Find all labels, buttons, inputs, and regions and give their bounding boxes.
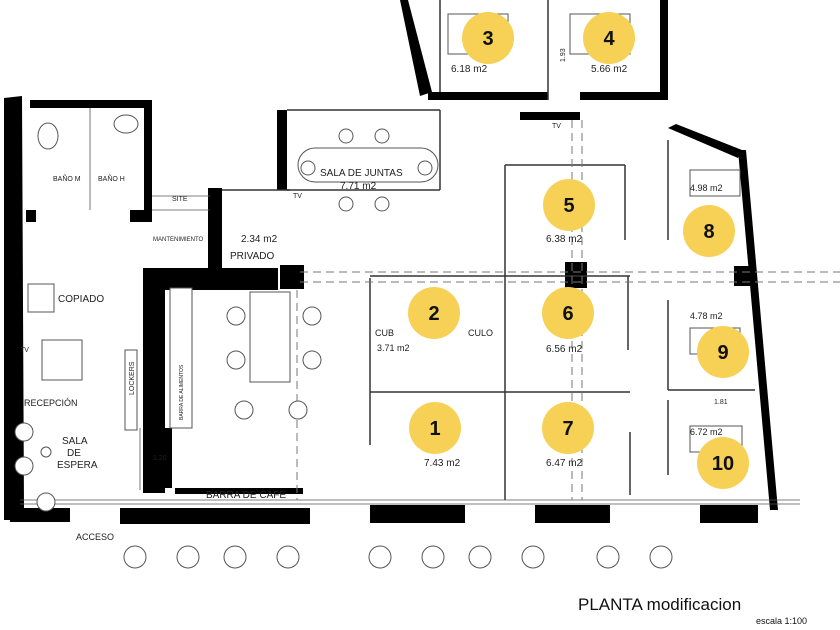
svg-text:9: 9 <box>717 342 728 364</box>
room-privado: PRIVADO <box>230 251 274 262</box>
cubicle-marker-4[interactable]: 4 <box>583 12 635 64</box>
breakroom-chairs <box>226 306 322 420</box>
cubicle-10-area: 6.72 m2 <box>690 427 723 437</box>
sala-juntas-area: 7.71 m2 <box>340 181 377 192</box>
cubicle-4-area: 5.66 m2 <box>591 64 628 75</box>
room-bano-h: BAÑO H <box>98 174 125 183</box>
cubicle-2-label-left: CUB <box>375 328 394 338</box>
cubicle-marker-8[interactable]: 8 <box>683 205 735 257</box>
room-recepcion: RECEPCIÓN <box>24 398 78 408</box>
room-bano-m: BAÑO M <box>53 174 81 183</box>
cubicle-marker-9[interactable]: 9 <box>697 326 749 378</box>
svg-text:4: 4 <box>603 28 615 50</box>
chairs-row <box>123 545 673 569</box>
cubicle-marker-6[interactable]: 6 <box>542 287 594 339</box>
cubicle-marker-1[interactable]: 1 <box>409 402 461 454</box>
lockers <box>124 349 138 431</box>
furniture <box>14 13 743 569</box>
dimension-1-81: 1.81 <box>714 399 728 406</box>
svg-text:7: 7 <box>562 418 573 440</box>
room-sala-espera-3: ESPERA <box>57 460 98 471</box>
walls <box>4 0 778 524</box>
plan-title: PLANTA modificacion <box>578 595 741 614</box>
dimension-1-20: 1.20 <box>153 455 167 462</box>
svg-text:3: 3 <box>482 28 493 50</box>
desk-8 <box>689 169 741 197</box>
svg-text:1: 1 <box>429 418 440 440</box>
acceso-label: ACCESO <box>76 532 114 542</box>
privado-area: 2.34 m2 <box>241 234 278 245</box>
food-counter <box>169 287 193 429</box>
cubicle-marker-3[interactable]: 3 <box>462 12 514 64</box>
meeting-table <box>297 147 439 183</box>
room-copiado: COPIADO <box>58 294 104 305</box>
cubicle-marker-2[interactable]: 2 <box>408 287 460 339</box>
reception-desk <box>41 339 83 381</box>
copier <box>27 283 55 313</box>
tv-label: TV <box>552 123 561 130</box>
svg-text:5: 5 <box>563 195 574 217</box>
room-labels: BAÑO M BAÑO H SITE MANTENIMIENTO 2.34 m2… <box>20 48 728 542</box>
room-sala-espera-2: DE <box>67 448 81 459</box>
lockers-label: LOCKERS <box>129 361 136 395</box>
cubicle-areas: 7.43 m2 3.71 m2 6.18 m2 5.66 m2 6.38 m2 … <box>377 64 723 469</box>
plan-scale: escala 1:100 <box>756 616 807 626</box>
svg-text:8: 8 <box>703 221 714 243</box>
barra-alimentos-label: BARRA DE ALIMENTOS <box>179 364 185 420</box>
room-sala-juntas: SALA DE JUNTAS <box>320 168 403 179</box>
room-site: SITE <box>172 196 188 203</box>
room-barra-cafe: BARRA DE CAFÉ <box>206 488 286 501</box>
room-sala-espera-1: SALA <box>62 436 88 447</box>
cubicle-marker-10[interactable]: 10 <box>697 437 749 489</box>
svg-text:10: 10 <box>712 453 734 475</box>
toilets <box>37 114 139 150</box>
breakroom-table <box>249 291 291 383</box>
cubicle-9-area: 4.78 m2 <box>690 311 723 321</box>
waiting-chairs <box>14 422 56 512</box>
room-mantenimiento: MANTENIMIENTO <box>153 237 204 243</box>
tv-label: TV <box>20 347 29 354</box>
cubicle-7-area: 6.47 m2 <box>546 458 583 469</box>
svg-text:2: 2 <box>428 303 439 325</box>
cubicle-1-area: 7.43 m2 <box>424 458 461 469</box>
cubicle-marker-5[interactable]: 5 <box>543 179 595 231</box>
cubicle-6-area: 6.56 m2 <box>546 344 583 355</box>
dimension-1-93: 1.93 <box>560 48 567 62</box>
cubicle-3-area: 6.18 m2 <box>451 64 488 75</box>
cubicle-markers: 1 2 3 4 5 6 7 8 9 10 <box>408 12 749 489</box>
cubicle-marker-7[interactable]: 7 <box>542 402 594 454</box>
svg-text:6: 6 <box>562 303 573 325</box>
meeting-chairs <box>300 128 433 212</box>
cubicle-8-area: 4.98 m2 <box>690 183 723 193</box>
tv-label: TV <box>293 193 302 200</box>
cubicle-5-area: 6.38 m2 <box>546 234 583 245</box>
cubicle-2-area: 3.71 m2 <box>377 343 410 353</box>
cubicle-2-label-right: CULO <box>468 328 493 338</box>
